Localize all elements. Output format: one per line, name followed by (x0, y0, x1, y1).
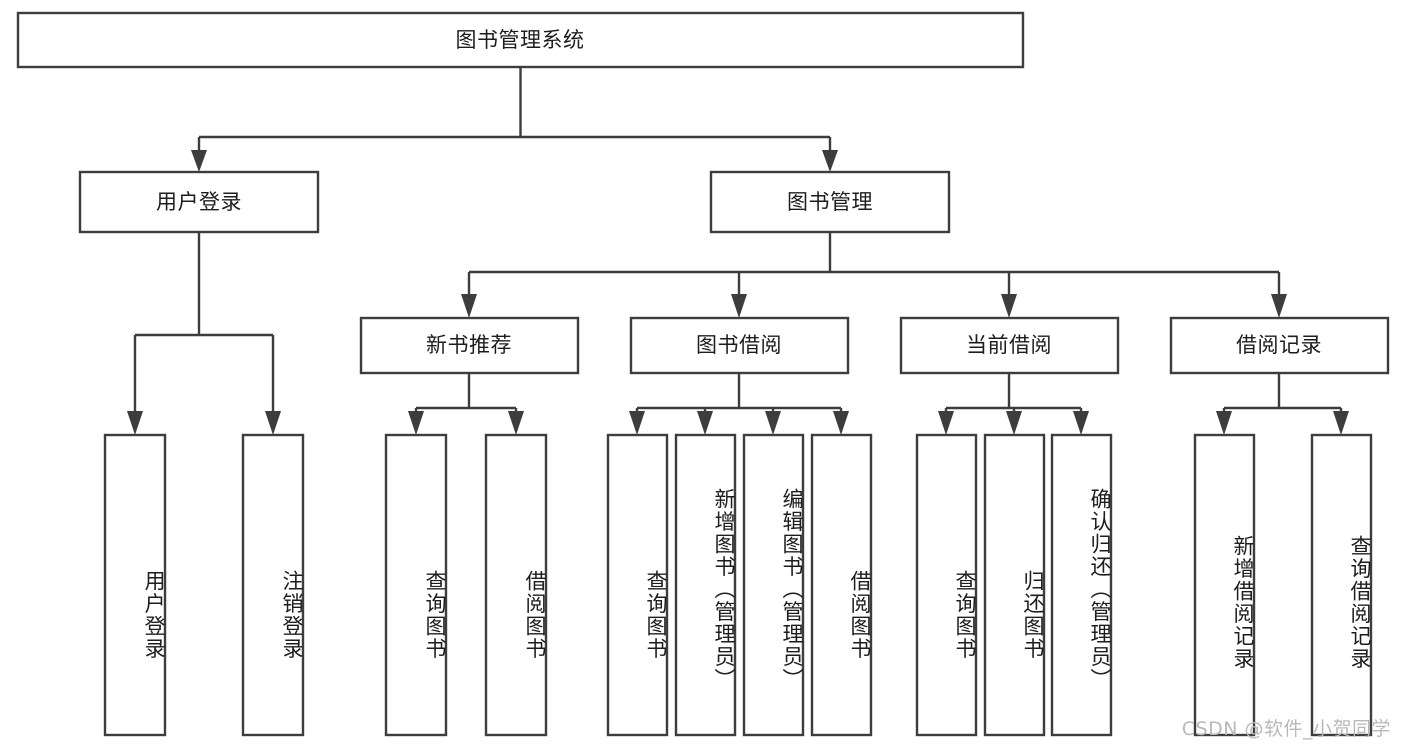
node-borrow-record[interactable] (1169, 316, 1390, 375)
node-leaf-return-book[interactable] (983, 433, 1046, 737)
arrow-head-leaf-query-book-3 (938, 411, 954, 435)
node-label-layer: 图书管理系统 用户登录 图书管理 新书推荐 图书借阅 当前借阅 借阅记录 (156, 28, 1322, 357)
arrow-head-book-borrow (731, 294, 747, 318)
node-book-management[interactable] (709, 170, 951, 234)
node-leaf-logout[interactable] (241, 433, 305, 737)
arrow-head-leaf-borrow-book-2 (833, 411, 849, 435)
node-leaf-borrow-book-1[interactable] (484, 433, 548, 737)
arrow-head-leaf-borrow-book-1 (508, 411, 524, 435)
arrow-head-leaf-add-book (697, 411, 713, 435)
node-leaf-query-book-3[interactable] (915, 433, 978, 737)
arrow-head-user-login (191, 150, 207, 172)
node-book-borrow[interactable] (629, 316, 850, 375)
label-book-borrow: 图书借阅 (696, 333, 782, 357)
node-box-layer (16, 11, 1390, 737)
connector-layer (127, 67, 1349, 435)
arrow-head-leaf-add-record (1216, 411, 1232, 435)
arrow-head-new-book-rec (461, 294, 477, 318)
arrow-head-leaf-confirm-return (1073, 411, 1089, 435)
label-user-login: 用户登录 (156, 190, 242, 214)
arrow-head-leaf-edit-book (765, 411, 781, 435)
node-leaf-user-login[interactable] (103, 433, 167, 737)
node-leaf-add-borrow-record[interactable] (1193, 433, 1256, 737)
arrow-head-leaf-query-record (1333, 411, 1349, 435)
node-leaf-borrow-book-2[interactable] (810, 433, 873, 737)
node-root[interactable] (16, 11, 1025, 69)
node-leaf-query-borrow-record[interactable] (1310, 433, 1373, 737)
node-user-login[interactable] (78, 170, 320, 234)
label-new-book-recommend: 新书推荐 (426, 333, 512, 357)
arrow-head-borrow-record (1271, 294, 1287, 318)
node-leaf-confirm-return[interactable] (1050, 433, 1113, 737)
label-root: 图书管理系统 (456, 28, 585, 52)
node-leaf-query-book-1[interactable] (384, 433, 448, 737)
label-book-management: 图书管理 (787, 190, 873, 214)
arrow-head-book-mgmt (822, 150, 838, 172)
csdn-watermark: CSDN @软件_小贺同学 (1181, 718, 1391, 740)
arrow-head-leaf-query-book-1 (408, 411, 424, 435)
arrow-head-current-borrow (1001, 294, 1017, 318)
node-new-book-recommend[interactable] (359, 316, 580, 375)
arrow-head-leaf-return-book (1006, 411, 1022, 435)
arrow-head-leaf-logout (265, 411, 281, 435)
node-current-borrow[interactable] (899, 316, 1120, 375)
node-leaf-add-book[interactable] (674, 433, 737, 737)
arrow-head-leaf-user-login (127, 411, 143, 435)
label-borrow-record: 借阅记录 (1236, 333, 1322, 357)
arrow-head-leaf-query-book-2 (629, 411, 645, 435)
label-current-borrow: 当前借阅 (966, 333, 1052, 357)
node-leaf-query-book-2[interactable] (606, 433, 669, 737)
node-leaf-edit-book[interactable] (742, 433, 805, 737)
